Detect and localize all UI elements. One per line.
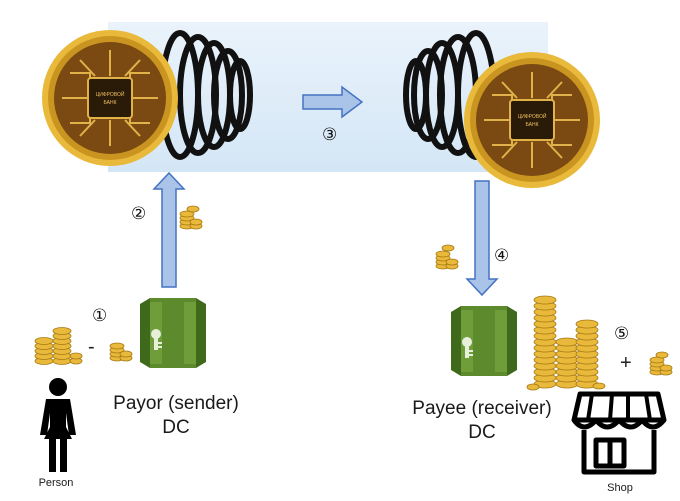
coin-stack-icon-payee-side — [435, 244, 459, 270]
arrow-icon-transfer — [302, 85, 364, 119]
vault-icon-payor — [140, 298, 206, 368]
payor-label: Payor (sender) DC — [98, 392, 254, 440]
coin-text-line1: ЦИФРОВОЙ — [96, 90, 125, 98]
payee-label: Payee (receiver) DC — [404, 397, 560, 445]
coin-text-line2-right: БАНК — [525, 122, 538, 128]
step-4-label: ④ — [494, 246, 510, 265]
vault-icon-payee — [451, 306, 517, 376]
step-1-label: ① — [92, 306, 108, 325]
step-5-label: ⑤ — [614, 324, 630, 343]
arrow-icon-up — [152, 171, 186, 288]
shop-icon — [571, 391, 667, 475]
step-3-label: ③ — [322, 125, 338, 144]
payor-title: Payor (sender) — [113, 393, 239, 414]
coin-stack-icon-person — [34, 327, 83, 365]
digital-coin-icon-left: ЦИФРОВОЙ БАНК — [42, 30, 178, 166]
coin-stack-icon-payee — [526, 295, 606, 391]
minus-sign: - — [88, 336, 95, 358]
payor-subtitle: DC — [162, 417, 190, 438]
coin-stack-icon-plus — [649, 351, 673, 376]
person-label: Person — [38, 477, 74, 489]
shop-label: Shop — [607, 482, 633, 494]
digital-coin-icon-right: ЦИФРОВОЙ БАНК — [464, 52, 600, 188]
step-2-label: ② — [131, 204, 147, 223]
coin-text-line1-right: ЦИФРОВОЙ — [518, 112, 547, 120]
payee-subtitle: DC — [468, 422, 496, 443]
payee-title: Payee (receiver) — [412, 398, 552, 419]
person-icon — [40, 378, 76, 472]
arrow-icon-down — [465, 180, 499, 297]
coin-text-line2: БАНК — [103, 100, 116, 106]
coin-stack-icon-minus — [109, 342, 133, 362]
coin-stack-icon-upper — [179, 205, 203, 230]
plus-sign: + — [620, 352, 632, 374]
